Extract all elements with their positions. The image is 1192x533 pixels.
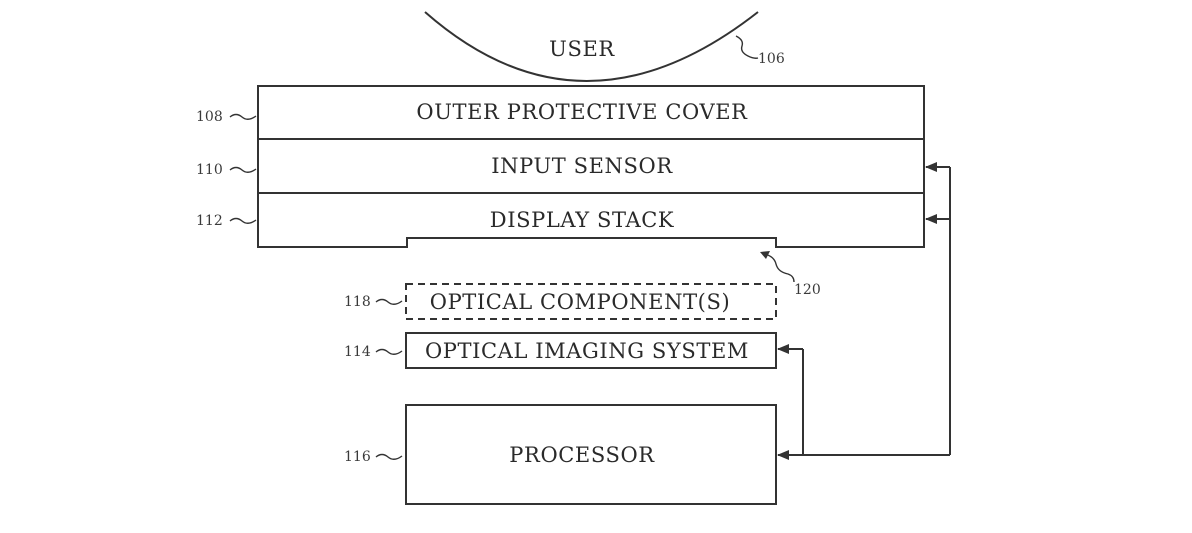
user-label: USER bbox=[549, 37, 615, 61]
user-ref-leader bbox=[735, 35, 759, 59]
optical-imaging-system-ref: 114 bbox=[344, 344, 371, 360]
optical-components-leader bbox=[375, 298, 403, 305]
processor-leader bbox=[375, 453, 403, 460]
processor-box bbox=[405, 404, 777, 505]
notch-leader-arrowhead bbox=[760, 251, 770, 259]
optical-components-ref: 118 bbox=[344, 294, 371, 310]
input-sensor-label: INPUT SENSOR bbox=[491, 154, 673, 178]
processor-label: PROCESSOR bbox=[509, 443, 655, 467]
user-ref-number: 106 bbox=[758, 51, 785, 67]
processor-ref: 116 bbox=[344, 449, 371, 465]
outer-cover-label: OUTER PROTECTIVE COVER bbox=[416, 100, 748, 124]
input-sensor-leader bbox=[229, 166, 257, 173]
outer-cover-leader bbox=[229, 113, 257, 120]
notch-leader bbox=[763, 253, 795, 283]
display-stack-label: DISPLAY STACK bbox=[490, 208, 674, 232]
outer-cover-ref: 108 bbox=[196, 109, 223, 125]
optical-imaging-system-leader bbox=[375, 348, 403, 355]
notch-ref-number: 120 bbox=[794, 282, 821, 298]
optical-imaging-system-label: OPTICAL IMAGING SYSTEM bbox=[425, 339, 749, 363]
optical-components-box bbox=[405, 283, 777, 320]
optical-imaging-system-box bbox=[405, 332, 777, 369]
optical-components-label: OPTICAL COMPONENT(S) bbox=[430, 290, 731, 314]
display-stack-ref: 112 bbox=[196, 213, 223, 229]
display-stack-leader bbox=[229, 217, 257, 224]
user-arc bbox=[424, 11, 759, 82]
input-sensor-ref: 110 bbox=[196, 162, 223, 178]
